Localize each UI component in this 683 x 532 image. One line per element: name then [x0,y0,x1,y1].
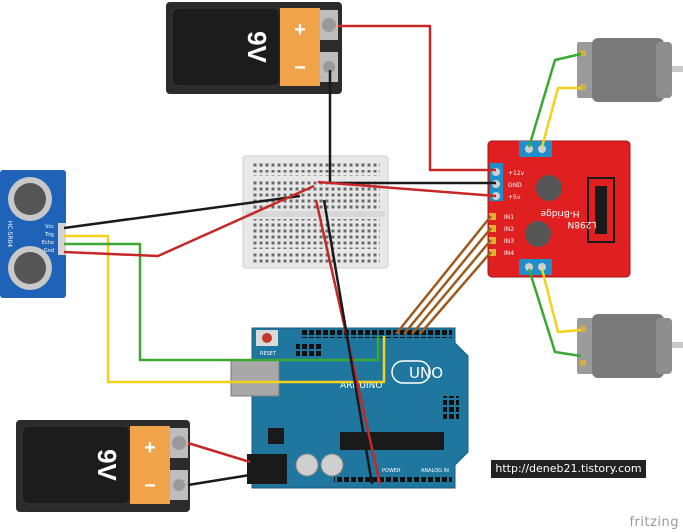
battery-top-minus: − [294,57,306,79]
fritzing-watermark: fritzing [629,515,679,530]
arduino-reset-label: RESET [260,351,277,357]
arduino-logo: UNO [409,364,443,382]
arduino-analog-label: ANALOG IN [421,468,449,474]
breadboard [242,155,389,269]
wires [63,24,582,487]
motor-bottom [577,314,683,378]
driver-in1: IN1 [504,214,514,221]
battery-bottom-plus: + [144,437,156,459]
driver-title: H-Bridge [540,208,579,218]
battery-top-voltage: 9V [242,31,272,63]
url-caption: http://deneb21.tistory.com [491,460,646,478]
ultrasonic-sensor: HC-SR04 Vcc Trig Echo Gnd [0,170,66,298]
driver-pin-5v: +5v [508,194,521,201]
battery-bottom: + − 9V [16,420,190,512]
arduino-brand: ARDUINO [340,381,382,391]
driver-in2: IN2 [504,226,514,233]
sensor-pin-echo: Echo [42,240,54,246]
sensor-pin-vcc: Vcc [45,224,54,230]
driver-pin-12v: +12v [508,170,525,177]
motor-driver: +12v GND +5v IN1 IN2 IN3 IN4 L298N H-Bri… [487,140,631,278]
driver-in4: IN4 [504,250,514,257]
driver-chip: L298N [568,219,597,229]
sensor-pin-gnd: Gnd [44,248,54,254]
sensor-pin-trig: Trig [44,232,54,238]
driver-pin-gnd: GND [508,182,522,189]
battery-top: + − 9V [166,2,342,94]
battery-bottom-minus: − [144,475,156,497]
arduino-power-label: POWER [382,468,401,474]
motor-top [577,38,683,102]
battery-top-plus: + [294,19,306,41]
battery-bottom-voltage: 9V [92,449,122,481]
driver-in3: IN3 [504,238,514,245]
sensor-model: HC-SR04 [6,221,13,248]
